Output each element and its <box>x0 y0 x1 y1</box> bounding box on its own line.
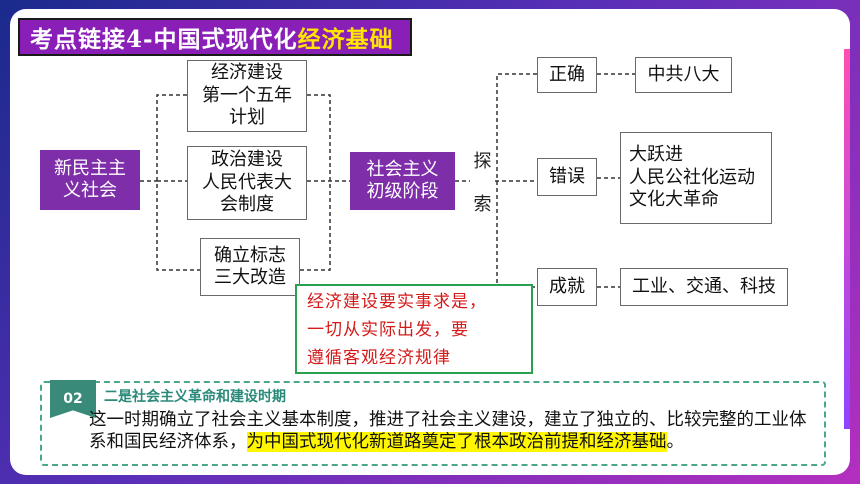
section-body-text: 这一时期确立了社会主义基本制度，推进了社会主义建设，建立了独立的、比较完整的工业… <box>89 410 807 452</box>
connector-line <box>300 94 331 271</box>
node-new-democracy: 新民主主 义社会 <box>40 150 140 210</box>
label-suo: 索 <box>473 194 492 215</box>
node-achievement: 成就 <box>537 268 597 306</box>
node-wrong: 错误 <box>537 158 597 196</box>
node-eighth-congress: 中共八大 <box>635 57 732 93</box>
section-body: 这一时期确立了社会主义基本制度，推进了社会主义建设，建立了独立的、比较完整的工业… <box>89 409 819 453</box>
page-title: 考点链接4-中国式现代化经济基础 <box>18 18 412 56</box>
title-highlight: 经济基础 <box>297 26 394 53</box>
node-primary-stage: 社会主义 初级阶段 <box>350 152 455 210</box>
section-body-end: 。 <box>666 432 685 452</box>
note-box: 经济建设要实事求是， 一切从实际出发，要 遵循客观经济规律 <box>295 284 533 374</box>
node-wrong-items: 大跃进 人民公社化运动 文化大革命 <box>620 132 772 224</box>
title-main: 考点链接4-中国式现代化 <box>30 26 298 53</box>
section-body-highlight: 为中国式现代化新道路奠定了根本政治前提和经济基础 <box>246 432 667 452</box>
node-political-construction: 政治建设 人民代表大 会制度 <box>187 146 307 220</box>
label-tan: 探 <box>473 151 492 172</box>
node-economic-construction: 经济建设 第一个五年 计划 <box>187 60 307 132</box>
node-establishment-sign: 确立标志 三大改造 <box>200 238 300 296</box>
section-title: 二是社会主义革命和建设时期 <box>104 389 286 405</box>
right-accent-bar <box>844 49 850 429</box>
node-correct: 正确 <box>537 57 597 93</box>
node-achievement-items: 工业、交通、科技 <box>620 268 788 306</box>
connector-line <box>156 94 208 271</box>
